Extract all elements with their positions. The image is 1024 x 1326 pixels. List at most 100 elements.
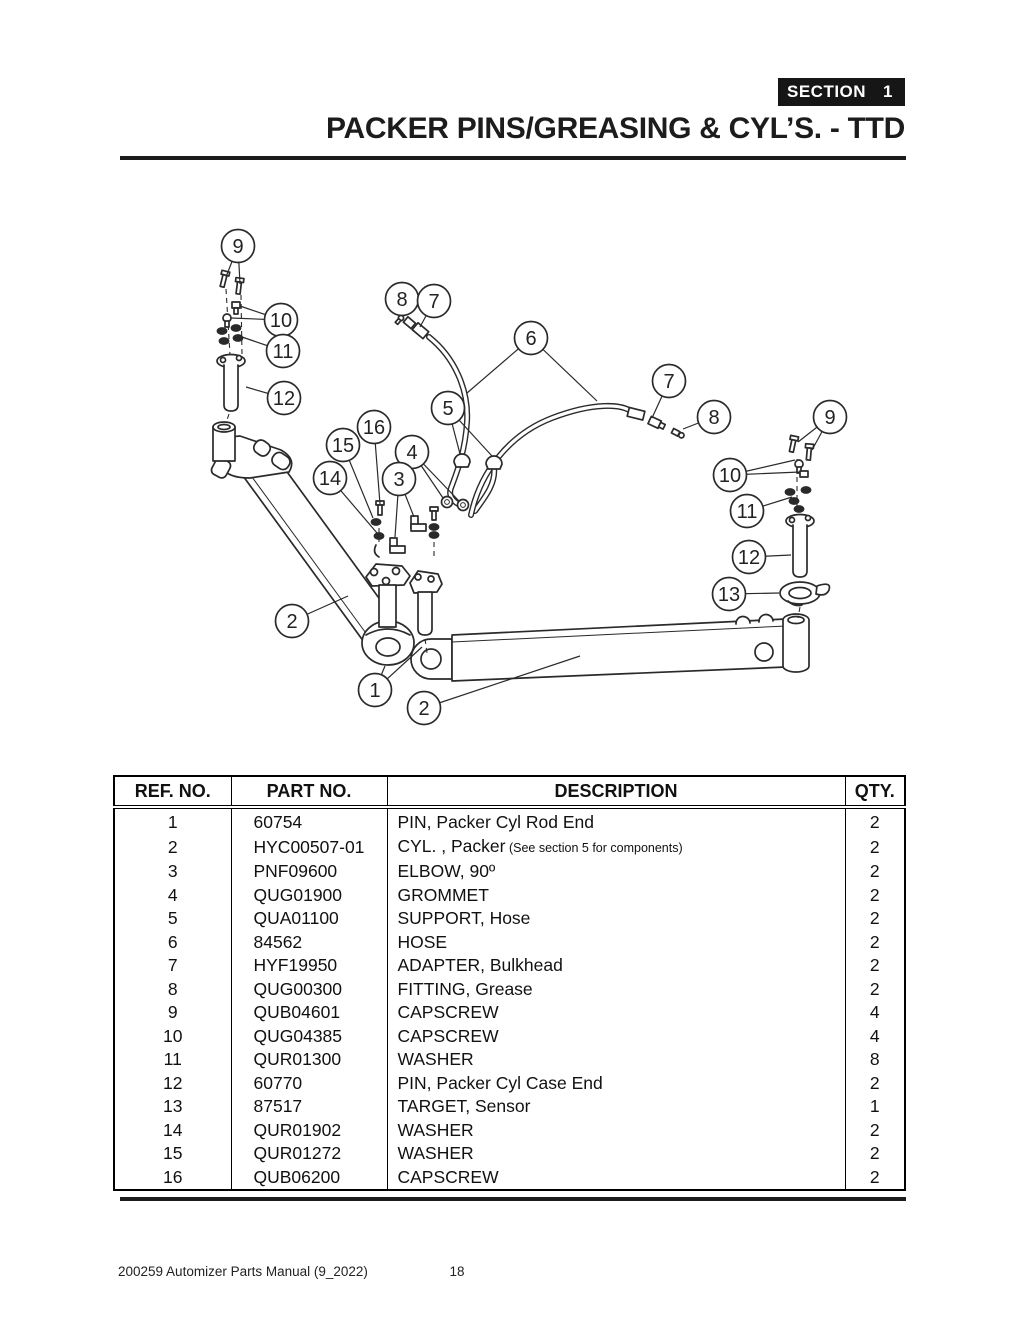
table-cell: 2	[869, 908, 880, 928]
table-cell: QUB04601	[231, 1001, 388, 1025]
table-cell: 60754	[231, 807, 388, 835]
table-cell: FITTING, Grease	[387, 977, 846, 1001]
table-cell: ELBOW, 90º	[387, 860, 846, 884]
svg-text:1: 1	[369, 680, 380, 702]
footer-manual-title: 200259 Automizer Parts Manual (9_2022)	[118, 1264, 368, 1279]
table-cell: 3	[114, 860, 232, 884]
svg-text:3: 3	[393, 469, 404, 491]
svg-text:8: 8	[708, 407, 719, 429]
table-cell: 2	[114, 834, 232, 860]
table-cell: PIN, Packer Cyl Rod End	[387, 807, 846, 835]
table-cell: QUR01300	[231, 1048, 388, 1072]
callout-6: 6	[513, 320, 549, 356]
bottom-rule	[120, 1197, 906, 1201]
svg-text:11: 11	[273, 341, 294, 363]
pin-bracket-right	[409, 570, 443, 594]
svg-text:5: 5	[442, 398, 453, 420]
table-cell: HYC00507-01	[231, 834, 388, 860]
rod-end-pins	[361, 563, 443, 666]
grommet-right	[456, 498, 470, 512]
svg-text:7: 7	[428, 291, 439, 313]
case-end-pin-right	[785, 513, 815, 578]
callout-12: 12	[266, 380, 302, 416]
svg-text:6: 6	[525, 328, 536, 350]
table-cell: 2	[869, 812, 880, 832]
bulkhead-adapter-left	[402, 315, 417, 330]
callout-5: 5	[430, 390, 466, 426]
elbow-left	[389, 537, 406, 554]
bulkhead-adapter-right	[647, 415, 667, 430]
page-title: PACKER PINS/GREASING & CYL’S. - TTD	[326, 112, 905, 145]
section-label: SECTION	[787, 82, 867, 101]
col-header-desc: DESCRIPTION	[387, 776, 846, 809]
table-cell: 2	[869, 978, 880, 999]
table-cell: CAPSCREW	[387, 1165, 846, 1190]
table-cell: QUG04385	[231, 1024, 388, 1048]
right-cylinder	[410, 613, 810, 682]
table-cell: 16	[114, 1165, 232, 1190]
table-cell: 13	[114, 1095, 232, 1119]
table-cell: 2	[869, 861, 880, 881]
hydraulic-hoses	[394, 314, 685, 518]
callout-16: 16	[356, 409, 392, 445]
table-cell: WASHER	[387, 1048, 846, 1072]
table-cell: ADAPTER, Bulkhead	[387, 954, 846, 978]
table-cell: 2	[869, 1072, 880, 1093]
table-cell: 5	[114, 907, 232, 931]
callout-13: 13	[711, 576, 747, 612]
svg-text:2: 2	[418, 698, 429, 720]
table-cell: CAPSCREW	[387, 1024, 846, 1048]
table-cell: PNF09600	[231, 860, 388, 884]
sensor-target	[779, 581, 831, 619]
callout-7: 7	[651, 363, 687, 399]
section-badge: SECTION 1	[778, 78, 905, 106]
table-cell: 11	[114, 1048, 232, 1072]
rod-end-pin	[417, 591, 433, 636]
callout-15: 15	[325, 427, 361, 463]
callout-11: 11	[729, 493, 765, 529]
svg-text:14: 14	[319, 468, 341, 490]
table-cell: 1	[114, 807, 232, 835]
table-cell: 2	[869, 1143, 880, 1163]
callout-12: 12	[731, 539, 767, 575]
hose-ferrule-left	[411, 321, 430, 340]
callout-2: 2	[406, 690, 442, 726]
table-cell: 2	[869, 836, 880, 857]
table-cell: 87517	[231, 1095, 388, 1119]
capscrew-washer-stack-right	[428, 506, 440, 560]
callout-2: 2	[274, 603, 310, 639]
svg-text:10: 10	[719, 465, 741, 487]
hose-ferrule-right	[626, 406, 646, 421]
hose-support-right	[485, 455, 503, 470]
left-cylinder	[210, 421, 395, 642]
table-cell: 8	[869, 1049, 880, 1069]
title-rule	[120, 156, 906, 160]
table-cell: 2	[869, 955, 880, 975]
svg-text:15: 15	[332, 435, 354, 457]
table-cell: GROMMET	[387, 883, 846, 907]
grease-fitting-right	[670, 427, 685, 439]
table-cell: QUB06200	[231, 1165, 388, 1190]
table-cell: 2	[869, 1166, 880, 1187]
case-end-pin-left	[216, 353, 246, 424]
left-fastener-column	[216, 269, 246, 424]
table-cell: 4	[114, 883, 232, 907]
table-cell: QUR01902	[231, 1118, 388, 1142]
